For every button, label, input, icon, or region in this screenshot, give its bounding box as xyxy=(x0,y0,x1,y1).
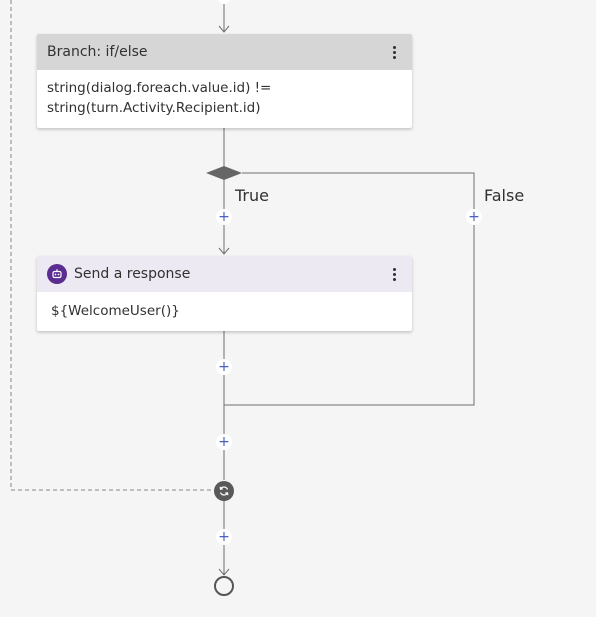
add-action-after-response[interactable]: + xyxy=(216,359,232,375)
false-branch-label: False xyxy=(484,186,525,205)
response-header: Send a response xyxy=(37,256,412,292)
branch-condition-line-1: string(dialog.foreach.value.id) != xyxy=(47,80,272,96)
response-title: Send a response xyxy=(74,266,191,282)
branch-condition: string(dialog.foreach.value.id) != strin… xyxy=(37,70,412,126)
send-response-node[interactable]: Send a response ${WelcomeUser()} xyxy=(37,256,412,331)
plus-icon: + xyxy=(468,209,480,225)
branch-header: Branch: if/else xyxy=(37,34,412,70)
loop-icon[interactable] xyxy=(214,481,234,501)
plus-icon: + xyxy=(218,529,230,545)
add-action-after-loop[interactable]: + xyxy=(216,529,232,545)
end-circle-icon xyxy=(214,576,234,596)
more-vertical-icon[interactable] xyxy=(384,40,404,64)
plus-icon: + xyxy=(218,434,230,450)
more-vertical-icon[interactable] xyxy=(384,262,404,286)
response-body: ${WelcomeUser()} xyxy=(51,303,180,319)
bot-icon xyxy=(47,264,67,284)
add-action-true-branch[interactable]: + xyxy=(216,209,232,225)
true-branch-label: True xyxy=(235,186,269,205)
add-action-false-branch[interactable]: + xyxy=(466,209,482,225)
add-action-after-branch[interactable]: + xyxy=(216,434,232,450)
branch-condition-line-2: string(turn.Activity.Recipient.id) xyxy=(47,100,261,116)
plus-icon: + xyxy=(218,209,230,225)
plus-icon: + xyxy=(218,359,230,375)
branch-title: Branch: if/else xyxy=(47,44,148,60)
branch-ifelse-node[interactable]: Branch: if/else string(dialog.foreach.va… xyxy=(37,34,412,128)
